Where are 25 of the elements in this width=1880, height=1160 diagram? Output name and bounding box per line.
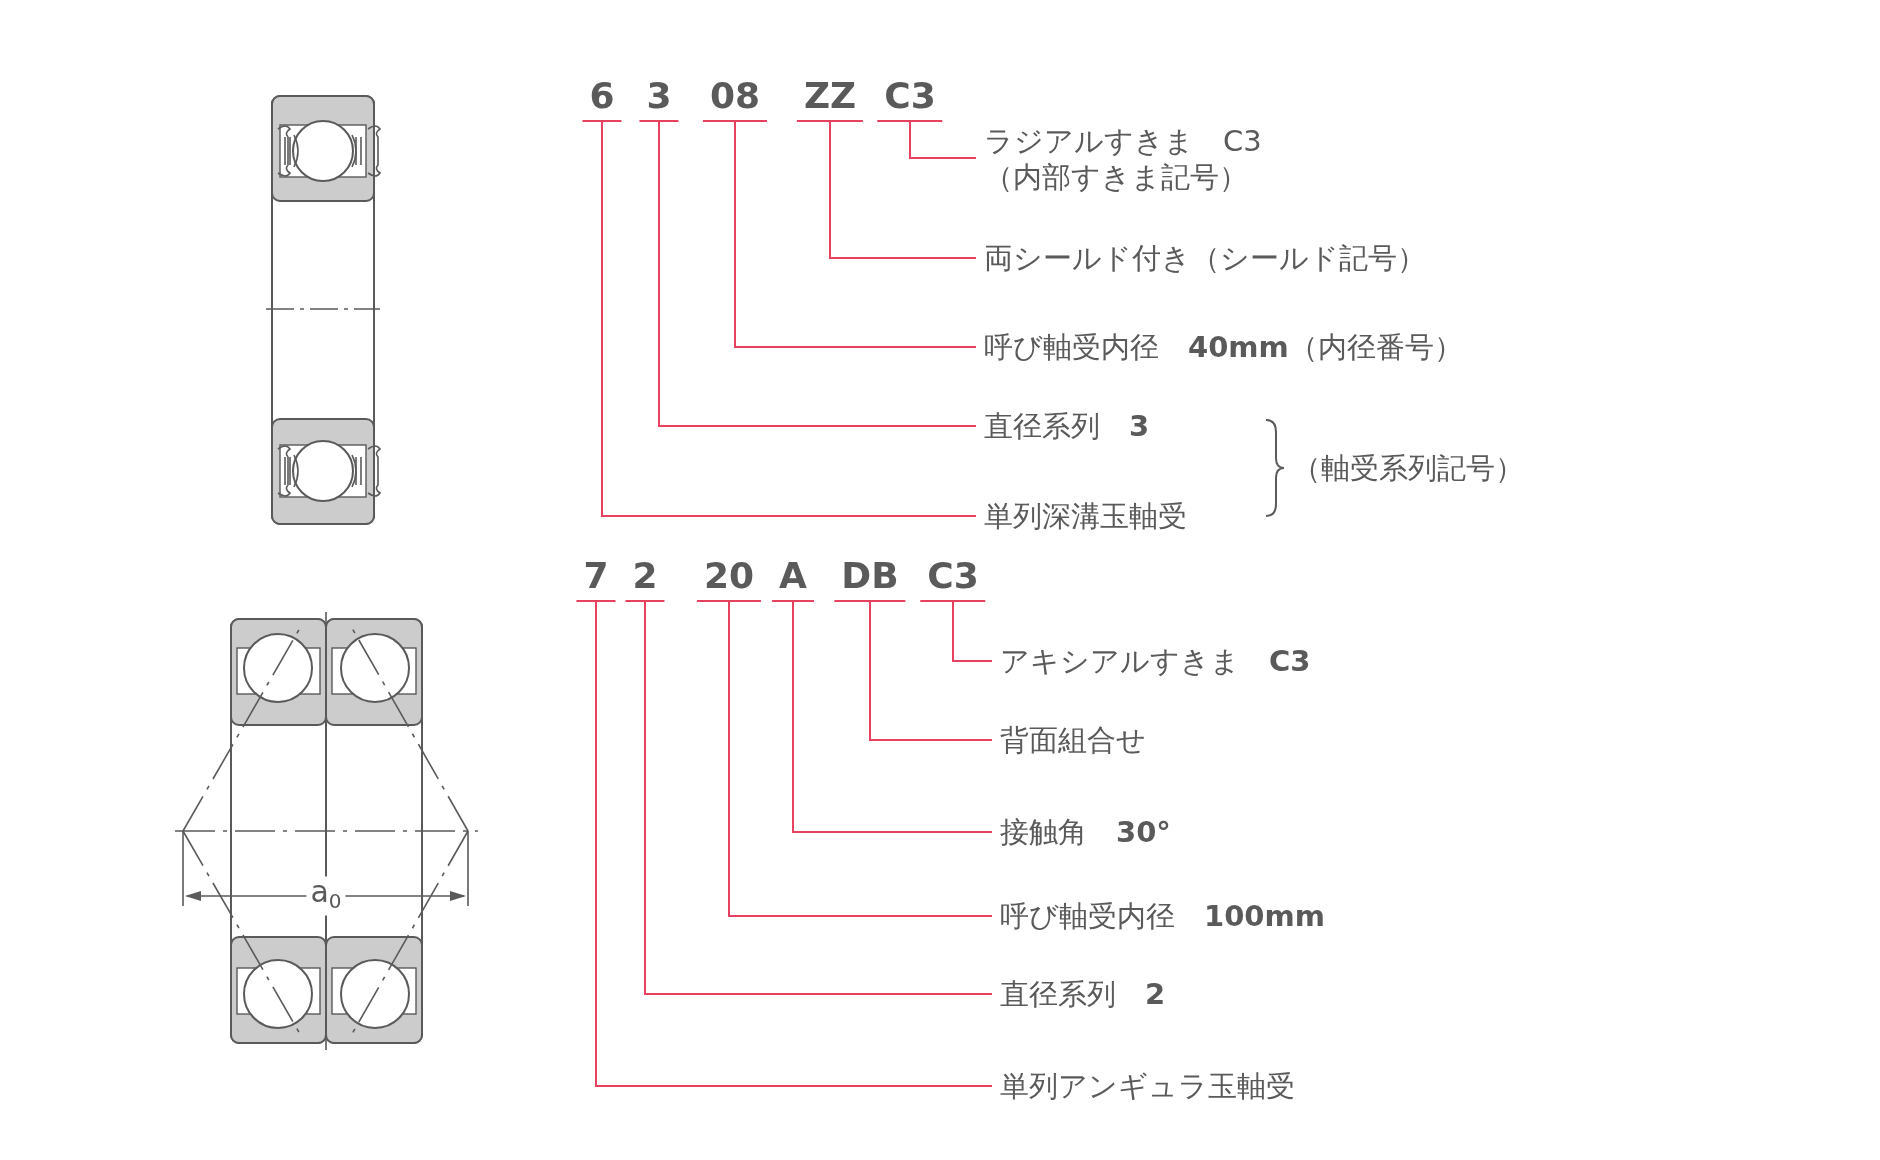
leader-line <box>829 121 977 259</box>
leader-line <box>728 601 993 917</box>
description-text: 直径系列 3 <box>976 408 1150 444</box>
leader-line <box>869 601 993 741</box>
description-text: 背面組合せ <box>992 722 1146 758</box>
leader-line <box>734 121 977 348</box>
description-text: ラジアルすきま C3 <box>984 123 1262 159</box>
leader-line <box>644 601 993 995</box>
description-text: 呼び軸受内径 40mm（内径番号） <box>976 329 1463 365</box>
leader-line <box>909 121 977 159</box>
leader-line <box>952 601 993 662</box>
description-text: 呼び軸受内径 100mm <box>992 898 1325 934</box>
description-text: 直径系列 2 <box>992 976 1166 1012</box>
description-text: （内部すきま記号） <box>984 159 1249 195</box>
dimension-label: a$_{0}$ <box>306 876 346 916</box>
leader-line <box>792 601 993 833</box>
description-text: アキシアルすきま C3 <box>992 643 1311 679</box>
description-text: 接触角 30° <box>992 814 1171 850</box>
description-text: 単列深溝玉軸受 <box>976 498 1187 534</box>
group-note: （軸受系列記号） <box>1292 450 1524 486</box>
description-text: 単列アンギュラ玉軸受 <box>992 1068 1295 1104</box>
description-text: 両シールド付き（シールド記号） <box>976 240 1426 276</box>
leader-line <box>595 601 993 1087</box>
leader-line <box>658 121 977 427</box>
leader-line <box>601 121 977 517</box>
